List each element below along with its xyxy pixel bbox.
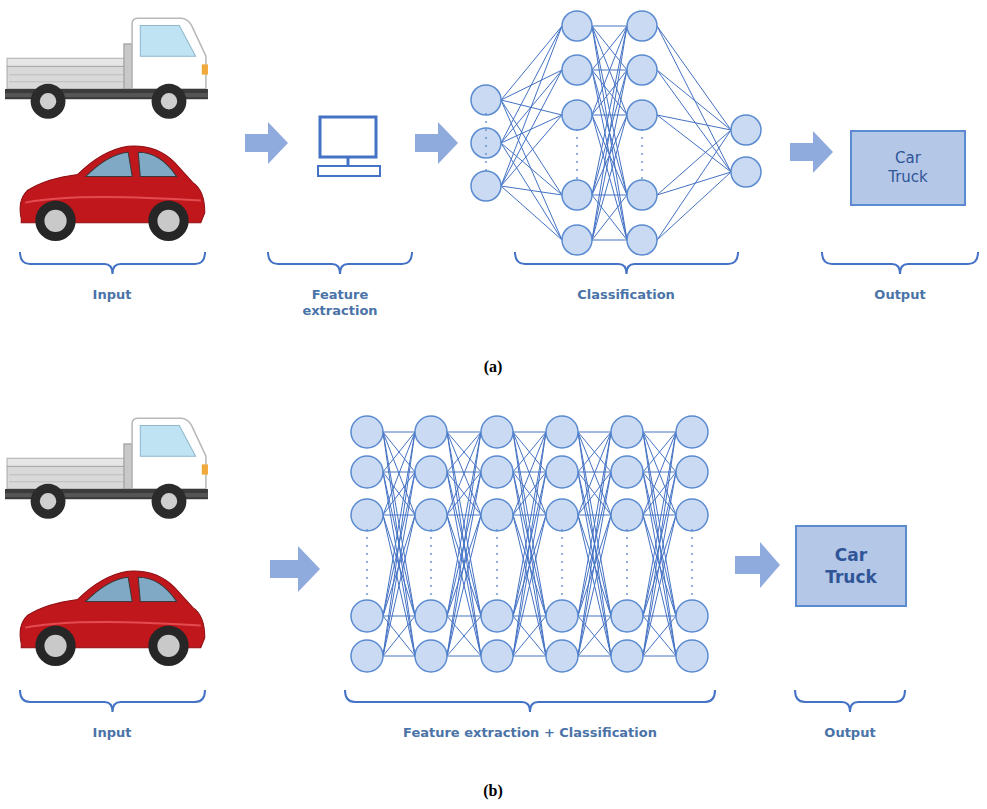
part-label: Input: [93, 725, 132, 741]
part-label: Feature extraction: [280, 287, 400, 320]
output-box: CarTruck: [850, 130, 966, 206]
flow-arrows: [245, 122, 833, 592]
neural-network: [471, 11, 761, 255]
figure-label: (b): [483, 782, 503, 800]
bracket: [795, 690, 905, 712]
part-label: Output: [824, 725, 875, 741]
bracket: [20, 252, 205, 274]
bracket: [268, 252, 412, 274]
car-image: [20, 571, 205, 666]
truck-image: [5, 18, 208, 118]
class-label: Car: [895, 149, 921, 169]
bracket: [20, 690, 205, 712]
part-label: Feature extraction + Classification: [403, 725, 657, 741]
computer-icon: [318, 117, 380, 176]
class-label: Truck: [888, 168, 928, 188]
truck-image: [5, 418, 208, 518]
car-image: [20, 146, 205, 241]
figure-label: (a): [484, 358, 503, 376]
class-label: Truck: [825, 566, 877, 588]
neural-network: [351, 416, 708, 672]
output-box: CarTruck: [795, 525, 907, 607]
class-label: Car: [835, 544, 867, 566]
part-label: Input: [93, 287, 132, 303]
bracket: [345, 690, 715, 712]
part-label: Classification: [577, 287, 675, 303]
bracket: [515, 252, 738, 274]
part-label: Output: [874, 287, 925, 303]
bracket: [822, 252, 978, 274]
